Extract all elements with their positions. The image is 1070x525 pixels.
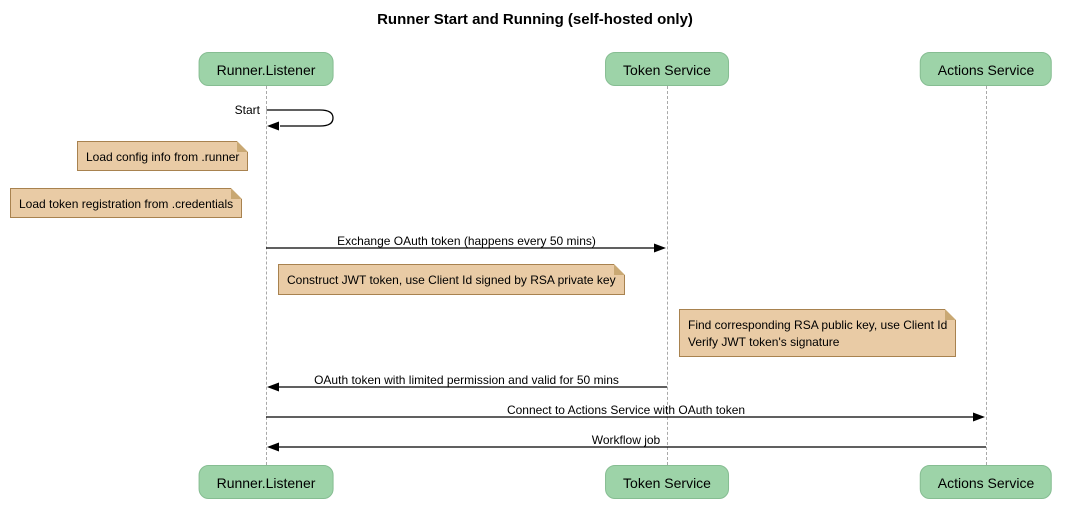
participant-runner-listener-top: Runner.Listener [198,52,334,86]
note-construct-jwt: Construct JWT token, use Client Id signe… [278,264,625,295]
lifeline-actions-service [986,86,987,465]
note-find-rsa-key-line2: Verify JWT token's signature [688,335,840,349]
message-label-exchange-oauth: Exchange OAuth token (happens every 50 m… [337,234,596,248]
participant-actions-service-bottom: Actions Service [919,465,1053,499]
message-label-start: Start [234,103,260,117]
note-load-config: Load config info from .runner [77,141,249,171]
lifeline-token-service [667,86,668,465]
participant-token-service-bottom: Token Service [605,465,729,499]
message-label-connect: Connect to Actions Service with OAuth to… [506,403,746,417]
note-find-rsa-key-line1: Find corresponding RSA public key, use C… [688,318,948,332]
message-arrow-start-self [266,109,334,131]
message-label-oauth-return: OAuth token with limited permission and … [314,373,619,387]
participant-token-service-top: Token Service [605,52,729,86]
note-load-token-registration: Load token registration from .credential… [10,188,243,218]
message-label-workflow-job: Workflow job [591,433,661,447]
participant-actions-service-top: Actions Service [919,52,1053,86]
participant-runner-listener-bottom: Runner.Listener [198,465,334,499]
note-find-rsa-key: Find corresponding RSA public key, use C… [679,309,957,357]
diagram-title: Runner Start and Running (self-hosted on… [377,11,693,28]
lifeline-runner-listener [266,86,267,465]
